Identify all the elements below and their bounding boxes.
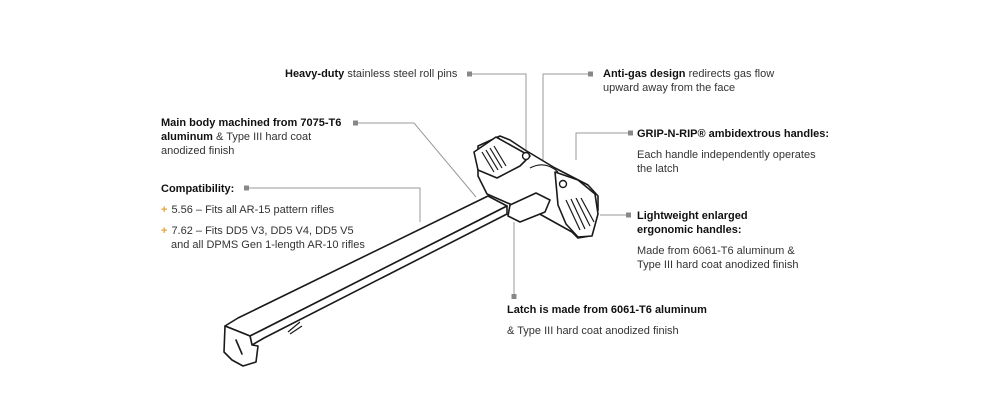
grip-grooves: [287, 145, 595, 335]
callout-anti-gas-text: redirects gas flow: [685, 68, 775, 80]
leader-dot-light: [626, 212, 631, 218]
callout-grip-line1: Each handle independently operates: [637, 149, 816, 161]
callout-lightweight: Lightweight enlarged ergonomic handles: …: [637, 209, 798, 272]
compatibility-item: +7.62 – Fits DD5 V3, DD5 V4, DD5 V5: [161, 224, 365, 238]
plus-icon: +: [161, 225, 168, 237]
leader-dot-body: [353, 120, 358, 126]
leader-dot-pins: [467, 71, 472, 77]
callout-grip-line2: the latch: [637, 163, 679, 175]
roll-pin-left: [521, 151, 531, 161]
callout-light-title1: Lightweight enlarged: [637, 210, 748, 222]
callout-light-line1: Made from 6061-T6 aluminum &: [637, 245, 795, 257]
compatibility-title: Compatibility:: [161, 183, 235, 195]
leader-dot-compat: [244, 185, 249, 191]
compatibility-item: +5.56 – Fits all AR-15 pattern rifles: [161, 203, 365, 217]
leader-line-body: [356, 122, 477, 198]
roll-pins: [521, 151, 568, 189]
leader-line-grip: [575, 132, 630, 160]
callout-main-body-line2-text: & Type III hard coat: [212, 131, 312, 143]
leader-lines: [246, 73, 630, 296]
rear-hook: [223, 325, 259, 367]
callout-light-line2: Type III hard coat anodized finish: [637, 259, 799, 271]
left-handle: [473, 136, 531, 179]
callout-light-title2: ergonomic handles:: [637, 224, 742, 236]
compatibility-item-text: 7.62 – Fits DD5 V3, DD5 V4, DD5 V5: [171, 225, 354, 237]
callout-roll-pins-text: stainless steel roll pins: [344, 68, 458, 80]
callout-anti-gas-bold: Anti-gas design: [603, 68, 686, 80]
callout-latch-bold: Latch is made from 6061-T6 aluminum: [507, 304, 707, 316]
compatibility-item-text: 5.56 – Fits all AR-15 pattern rifles: [171, 204, 335, 216]
leader-line-pins: [470, 73, 527, 150]
callout-grip-n-rip: GRIP-N-RIP® ambidextrous handles: Each h…: [637, 127, 829, 176]
callout-anti-gas: Anti-gas design redirects gas flow upwar…: [603, 67, 774, 95]
callout-grip-title: GRIP-N-RIP® ambidextrous handles:: [637, 128, 830, 140]
leader-dot-antigas: [588, 71, 593, 77]
callout-compatibility: Compatibility: +5.56 – Fits all AR-15 pa…: [161, 182, 365, 252]
callout-main-body-line3: anodized finish: [161, 145, 235, 157]
leader-line-compat: [246, 187, 421, 222]
leader-dot-latch: [511, 294, 517, 299]
compatibility-item-continuation: and all DPMS Gen 1-length AR-10 rifles: [171, 239, 365, 251]
callout-roll-pins: Heavy-duty stainless steel roll pins: [285, 67, 457, 81]
callout-roll-pins-bold: Heavy-duty: [285, 68, 345, 80]
plus-icon: +: [161, 204, 168, 216]
roll-pin-right: [558, 179, 568, 189]
leader-dots: [244, 71, 633, 299]
callout-latch: Latch is made from 6061-T6 aluminum & Ty…: [507, 303, 707, 338]
latch: [507, 192, 551, 223]
callout-main-body: Main body machined from 7075-T6 aluminum…: [161, 116, 341, 158]
callout-anti-gas-line2: upward away from the face: [603, 82, 736, 94]
leader-dot-grip: [628, 130, 633, 136]
callout-main-body-line1: Main body machined from 7075-T6: [161, 117, 342, 129]
leader-line-antigas: [542, 73, 590, 168]
callout-latch-line2: & Type III hard coat anodized finish: [507, 325, 679, 337]
callout-main-body-line2-bold: aluminum: [161, 131, 213, 143]
